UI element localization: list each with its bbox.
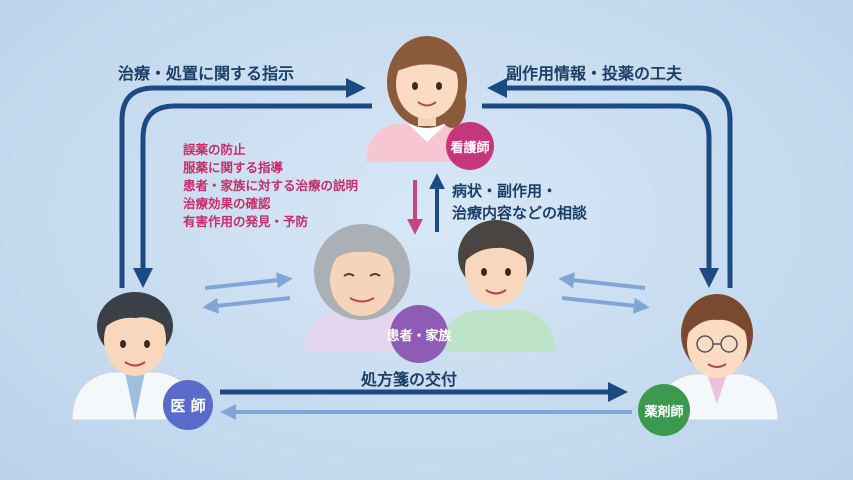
- nurse-badge: 看護師: [446, 122, 494, 170]
- duty-item: 有害作用の発見・予防: [183, 214, 309, 229]
- duty-item: 治療効果の確認: [183, 196, 271, 211]
- arrow-doctor-to-patient: [204, 272, 293, 290]
- label-consultation-line2: 治療内容などの相談: [452, 204, 588, 222]
- arrow-patient-to-doctor: [202, 296, 291, 314]
- pharmacist-badge: 薬剤師: [638, 384, 690, 436]
- patient-badge: 患者・家族: [387, 305, 452, 363]
- arrow-patient-to-pharmacist: [561, 296, 650, 314]
- doctor-badge: 医 師: [163, 380, 213, 430]
- arrow-nurse-to-pharmacist: [482, 103, 719, 288]
- label-consultation: 病状・副作用・ 治療内容などの相談: [452, 180, 587, 224]
- duty-item: 服薬に関する指導: [183, 160, 284, 175]
- label-side-effect-info: 副作用情報・投薬の工夫: [506, 64, 683, 83]
- family-figure: [440, 220, 556, 352]
- nurse-duties-list: 誤薬の防止 服薬に関する指導 患者・家族に対する治療の説明 治療効果の確認 有害…: [183, 141, 358, 231]
- duty-item: 誤薬の防止: [183, 142, 246, 157]
- duty-item: 患者・家族に対する治療の説明: [183, 178, 359, 193]
- label-treatment-instructions: 治療・処置に関する指示: [118, 64, 295, 83]
- arrow-doctor-to-nurse: [119, 78, 366, 288]
- arrow-nurse-to-doctor: [133, 103, 372, 288]
- label-consultation-line1: 病状・副作用・: [452, 182, 558, 200]
- label-prescription: 処方箋の交付: [361, 370, 458, 389]
- arrow-pharmacist-to-patient: [558, 272, 646, 290]
- arrow-pharmacist-to-nurse: [487, 78, 733, 288]
